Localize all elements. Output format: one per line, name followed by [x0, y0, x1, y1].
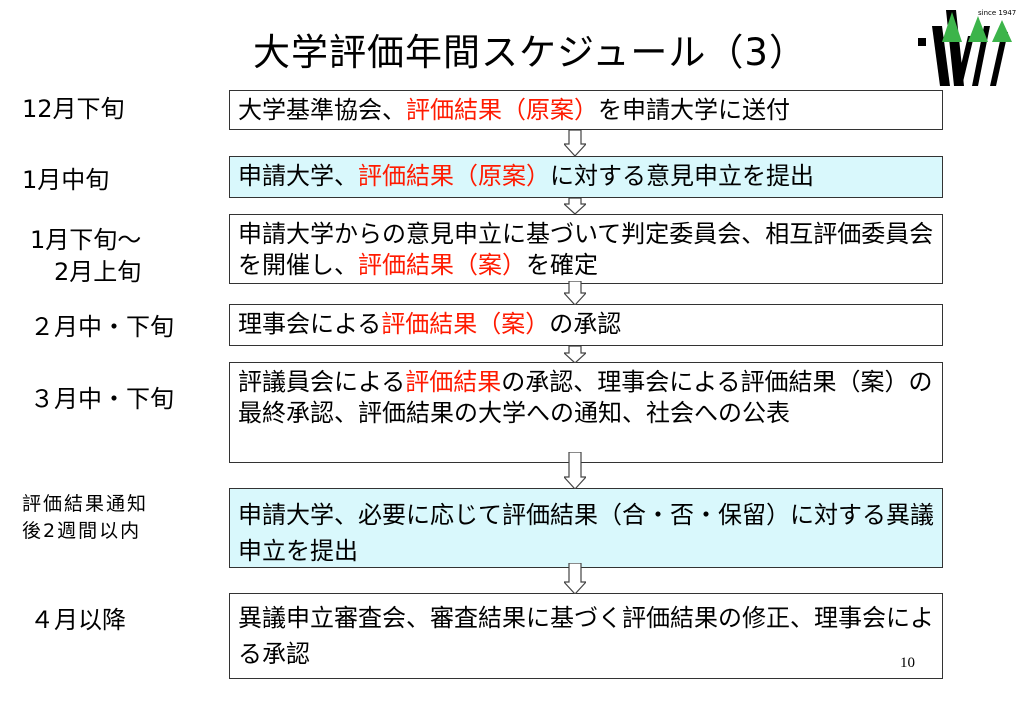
step-text: 理事会による	[238, 310, 382, 338]
step-text: の承認、理事会による評価結果（案）の最終承認、評価結果の大学への通知、社会への公…	[238, 368, 933, 427]
schedule-step-box: 大学基準協会、評価結果（原案）を申請大学に送付	[229, 90, 943, 130]
period-label: 1月中旬	[22, 166, 110, 194]
highlighted-text: 評価結果	[405, 368, 502, 396]
highlighted-text: 評価結果（案）	[381, 310, 550, 338]
schedule-step-box: 理事会による評価結果（案）の承認	[229, 304, 943, 346]
schedule-step-box: 申請大学、評価結果（原案）に対する意見申立を提出	[229, 156, 943, 198]
step-text: 申請大学、必要に応じて評価結果（合・否・保留）に対する異議申立を提出	[238, 501, 934, 565]
schedule-step-box: 申請大学からの意見申立に基づいて判定委員会、相互評価委員会を開催し、評価結果（案…	[229, 214, 943, 284]
down-arrow-icon	[564, 452, 586, 489]
down-arrow-icon	[564, 130, 586, 156]
down-arrow-icon	[564, 563, 586, 594]
page-title: 大学評価年間スケジュール（3）	[253, 31, 807, 74]
down-arrow-icon	[564, 281, 586, 305]
period-label: 1月下旬～ 2月上旬	[30, 226, 142, 286]
highlighted-text: 評価結果（原案）	[406, 96, 598, 124]
step-text: を申請大学に送付	[598, 96, 790, 124]
step-text: 大学基準協会、	[238, 96, 406, 124]
period-label: ４月以降	[30, 606, 126, 634]
schedule-step-box: 申請大学、必要に応じて評価結果（合・否・保留）に対する異議申立を提出	[229, 488, 943, 568]
logo-tagline: since 1947	[978, 9, 1016, 17]
down-arrow-icon	[564, 346, 586, 363]
highlighted-text: 評価結果（案）	[358, 251, 526, 279]
step-text: 申請大学からの意見申立に基づいて判定委員会、相互評価委員会を開催し、	[238, 220, 934, 279]
schedule-step-box: 異議申立審査会、審査結果に基づく評価結果の修正、理事会による承認	[229, 593, 943, 679]
jaa-logo-icon: since 1947	[918, 9, 1016, 86]
period-label: ２月中・下旬	[30, 313, 174, 341]
period-label: 評価結果通知 後2週間以内	[22, 493, 149, 542]
step-text: 評議員会による	[238, 368, 406, 396]
page-number: 10	[900, 655, 915, 671]
step-text: に対する意見申立を提出	[550, 162, 814, 190]
step-text: を確定	[526, 251, 598, 279]
step-text: の承認	[549, 310, 622, 338]
step-text: 申請大学、	[238, 162, 358, 190]
down-arrow-icon	[564, 198, 586, 214]
period-label: 12月下旬	[22, 95, 125, 123]
schedule-step-box: 評議員会による評価結果の承認、理事会による評価結果（案）の最終承認、評価結果の大…	[229, 362, 943, 463]
highlighted-text: 評価結果（原案）	[358, 162, 550, 190]
step-text: 異議申立審査会、審査結果に基づく評価結果の修正、理事会による承認	[238, 604, 934, 668]
period-label: ３月中・下旬	[30, 385, 174, 413]
